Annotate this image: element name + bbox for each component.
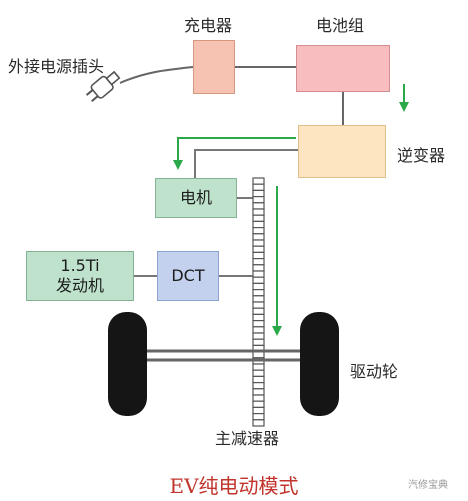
gear-tooth bbox=[252, 245, 265, 253]
final-drive-label: 主减速器 bbox=[215, 429, 280, 448]
left-wheel bbox=[108, 312, 147, 416]
gear-tooth bbox=[252, 227, 265, 235]
gear-tooth bbox=[252, 375, 265, 384]
engine-label-line1: 1.5Ti bbox=[60, 256, 100, 275]
gear-tooth bbox=[252, 382, 265, 390]
dct-box: DCT bbox=[157, 251, 219, 301]
right-wheel bbox=[300, 312, 339, 416]
gear-tooth bbox=[252, 351, 265, 359]
gear-tooth bbox=[252, 326, 265, 334]
gear-tooth bbox=[252, 239, 265, 247]
gear-tooth bbox=[252, 276, 265, 285]
gear-tooth bbox=[252, 189, 265, 198]
gear-tooth bbox=[252, 295, 265, 303]
motor-label: 电机 bbox=[179, 188, 212, 207]
charger-label: 充电器 bbox=[184, 16, 233, 35]
gear-tooth bbox=[252, 369, 265, 378]
inverter-box bbox=[298, 125, 386, 178]
gear-tooth bbox=[252, 220, 265, 229]
gear-tooth bbox=[252, 233, 265, 241]
gear-tooth bbox=[252, 251, 265, 260]
gear-tooth bbox=[252, 313, 265, 322]
engine-label-line2: 发动机 bbox=[55, 276, 104, 295]
gear-tooth bbox=[252, 332, 265, 340]
dct-label: DCT bbox=[171, 266, 205, 285]
gear-tooth bbox=[252, 406, 265, 415]
diagram-title: EV纯电动模式 bbox=[169, 474, 299, 498]
wheel-label: 驱动轮 bbox=[350, 362, 399, 381]
battery-label: 电池组 bbox=[316, 16, 365, 35]
engine-box: 1.5Ti 发动机 bbox=[26, 251, 134, 301]
inverter-motor-line bbox=[194, 149, 298, 178]
gear-tooth bbox=[252, 177, 265, 185]
gear-tooth bbox=[252, 413, 265, 421]
gear-tooth bbox=[252, 183, 265, 191]
plug-cable bbox=[119, 66, 194, 84]
energy-flow-arrows bbox=[173, 84, 409, 336]
charger-box bbox=[193, 40, 235, 94]
gear-tooth bbox=[252, 196, 265, 204]
gear-tooth bbox=[252, 208, 265, 216]
plug-label: 外接电源插头 bbox=[8, 57, 105, 76]
gear-tooth bbox=[252, 400, 265, 409]
plug-icon bbox=[85, 70, 121, 102]
gear-tooth bbox=[252, 264, 265, 272]
gear-tooth bbox=[252, 270, 265, 278]
gear-tooth bbox=[252, 307, 265, 316]
axle bbox=[145, 349, 304, 362]
gear-tooth bbox=[252, 388, 265, 396]
gear-tooth bbox=[252, 301, 265, 309]
gear-tooth bbox=[252, 202, 265, 210]
gear-tooth bbox=[252, 419, 265, 427]
gear-tooth bbox=[252, 214, 265, 222]
gear-tooth bbox=[252, 363, 265, 371]
watermark: 汽修宝典 bbox=[408, 480, 448, 491]
gear-shaft bbox=[252, 177, 265, 427]
gear-tooth bbox=[252, 289, 265, 297]
battery-box bbox=[296, 45, 390, 92]
gear-tooth bbox=[252, 394, 265, 402]
gear-tooth bbox=[252, 338, 265, 347]
gear-tooth bbox=[252, 282, 265, 291]
inverter-label: 逆变器 bbox=[397, 146, 446, 165]
gear-tooth bbox=[252, 258, 265, 266]
motor-box: 电机 bbox=[155, 178, 237, 218]
gear-tooth bbox=[252, 320, 265, 328]
